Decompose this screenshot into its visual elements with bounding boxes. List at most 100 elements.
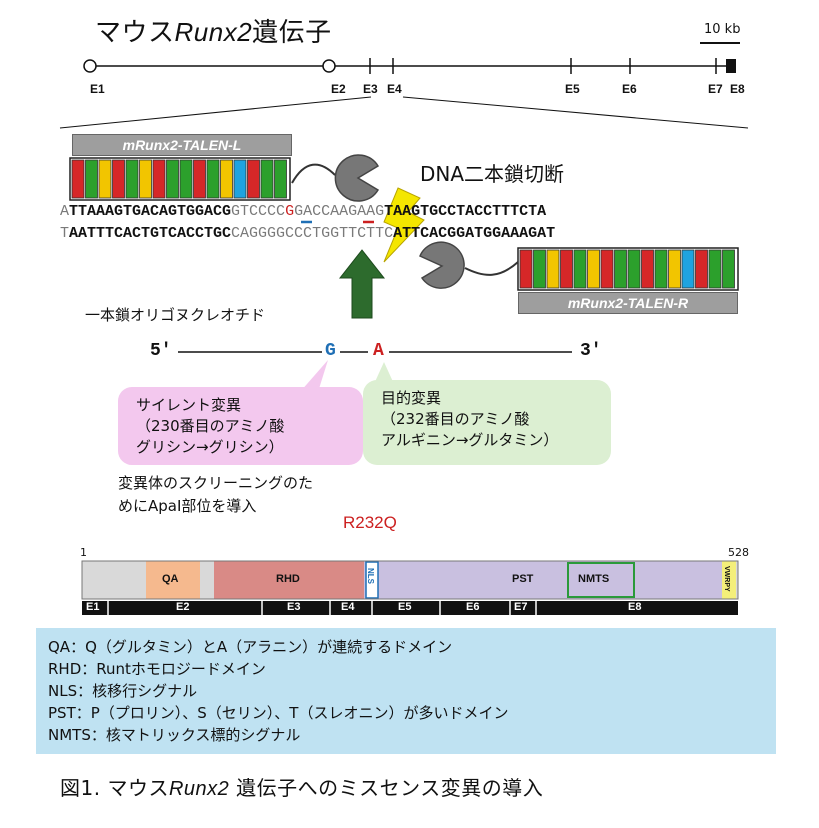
domain-nmts-label: NMTS: [578, 573, 610, 585]
screening-note-line-1: 変異体のスクリーニングのた: [118, 474, 314, 492]
gene-exon-label-7: E7: [708, 82, 723, 96]
talen-right-repeat-block: [614, 249, 627, 289]
talen-left-repeat-block: [71, 159, 85, 199]
talen-left-repeat-block: [220, 159, 233, 199]
talen-right-repeat-block: [519, 249, 533, 289]
oligo-base-a: A: [373, 341, 384, 361]
talen-left-repeats: [69, 157, 291, 201]
mutation-label: R232Q: [343, 513, 397, 532]
screening-note: 変異体のスクリーニングのた めにApaI部位を導入: [118, 472, 388, 518]
legend-rhd: RHD：Runtホモロジードメイン: [48, 660, 266, 678]
legend-nmts: NMTS：核マトリックス標的シグナル: [48, 726, 301, 744]
talen-right-repeat-block: [546, 249, 560, 289]
protein-exon-label-3: E3: [287, 601, 301, 613]
seq-bottom-part-3: CAGGGGCCC: [231, 225, 313, 242]
talen-right-repeat-block: [654, 249, 668, 289]
insertion-arrow: [338, 249, 386, 319]
target-mutation-bubble: 目的変異 （232番目のアミノ酸 アルギニン→グルタミン）: [363, 380, 611, 465]
seq-bottom-part-5: ATTCACGGATGGAAAGAT: [393, 225, 556, 242]
gene-exon-label-1: E1: [90, 82, 105, 96]
exon-8-marker: [726, 59, 736, 73]
talen-right-repeat-block: [641, 249, 654, 289]
seq-top-part-4: G: [285, 203, 295, 220]
talen-right-label: mRunx2-TALEN-R: [518, 292, 738, 314]
exon-bar: [82, 601, 738, 615]
talen-left-repeat-block: [274, 159, 287, 199]
talen-left-repeat-block: [247, 159, 260, 199]
talen-right-repeat-block: [560, 249, 573, 289]
sequence-bottom-strand: TAATTTCACTGTCACCTGCCAGGGGCCCTGGTTCTTCATT…: [60, 225, 555, 242]
protein-exon-label-8: E8: [628, 601, 642, 613]
talen-left-repeat-block: [166, 159, 179, 199]
domain-qa-box: [146, 561, 200, 599]
talen-left-repeat-block: [179, 159, 193, 199]
abbreviation-legend: QA：Q（グルタミン）とA（アラニン）が連続するドメイン RHD：Runtホモロ…: [36, 628, 776, 754]
legend-nls: NLS：核移行シグナル: [48, 682, 198, 700]
domain-nls-label: NLS: [366, 568, 375, 584]
title-gene: Runx2: [174, 17, 253, 47]
silent-bubble-pointer: [300, 360, 328, 392]
talen-left-repeat-block: [112, 159, 125, 199]
foki-nuclease-right: [419, 241, 465, 289]
exon-1-marker: [83, 59, 97, 73]
target-line-3: アルギニン→グルタミン）: [381, 431, 559, 449]
gene-exon-label-6: E6: [622, 82, 637, 96]
caption-gene: Runx2: [168, 778, 230, 800]
seq-top-part-6: TAAGTGCCTACCTTTCTA: [384, 203, 547, 220]
target-line-2: （232番目のアミノ酸: [381, 410, 530, 428]
protein-exon-label-2: E2: [176, 601, 190, 613]
protein-exon-label-4: E4: [341, 601, 355, 613]
talen-left-repeat-block: [260, 159, 274, 199]
talen-right-repeat-block: [722, 249, 735, 289]
seq-bottom-part-1: T: [60, 225, 70, 242]
gene-exon-label-2: E2: [331, 82, 346, 96]
oligo-five-prime: 5': [150, 341, 172, 361]
talen-right-repeat-block: [695, 249, 708, 289]
talen-left-repeat-block: [98, 159, 112, 199]
protein-exon-label-5: E5: [398, 601, 412, 613]
target-bubble-pointer: [374, 362, 394, 384]
title-suffix: 遺伝子: [252, 18, 332, 48]
oligo-three-prime: 3': [580, 341, 602, 361]
exon-2-marker: [322, 59, 336, 73]
legend-pst: PST：P（プロリン）、S（セリン）、T（スレオニン）が多いドメイン: [48, 704, 509, 722]
talen-right-repeats: [517, 247, 739, 291]
talen-right-repeat-block: [587, 249, 600, 289]
silent-mutation-bubble: サイレント変異 （230番目のアミノ酸 グリシン→グリシン）: [118, 387, 363, 465]
protein-domain-map: [81, 560, 739, 615]
talen-left-repeat-block: [125, 159, 139, 199]
gene-exon-label-4: E4: [387, 82, 402, 96]
figure-caption: 図1. マウスRunx2 遺伝子へのミスセンス変異の導入: [60, 772, 543, 801]
talen-right-repeat-block: [600, 249, 614, 289]
gene-exon-label-5: E5: [565, 82, 580, 96]
talen-left-repeat-block: [233, 159, 247, 199]
seq-top-part-3: GTCCCC: [231, 203, 286, 220]
screening-note-line-2: めにApaI部位を導入: [118, 497, 257, 515]
seq-top-part-5: GACCAAGAAG: [294, 203, 385, 220]
talen-right-repeat-block: [668, 249, 681, 289]
talen-left-repeat-block: [139, 159, 152, 199]
seq-bottom-part-4: TGGTTCTTC: [312, 225, 394, 242]
figure-title: マウスRunx2遺伝子: [95, 12, 332, 49]
talen-left-label: mRunx2-TALEN-L: [72, 134, 292, 156]
domain-rhd-box: [214, 561, 364, 599]
domain-pst-label: PST: [512, 573, 534, 585]
zoom-line-left: [59, 96, 372, 129]
caption-suffix: 遺伝子へのミスセンス変異の導入: [229, 776, 544, 800]
talen-right-repeat-block: [573, 249, 587, 289]
dsb-label: DNA二本鎖切断: [420, 162, 565, 186]
title-prefix: マウス: [95, 18, 175, 48]
caption-prefix: 図1. マウス: [60, 776, 169, 800]
domain-nmts-box: [567, 562, 635, 598]
scale-bar: [700, 42, 740, 44]
domain-rhd-label: RHD: [276, 573, 300, 585]
talen-left-repeat-block: [193, 159, 206, 199]
domain-nls-box: [365, 561, 379, 599]
talen-right-linker: [464, 261, 519, 276]
silent-line-1: サイレント変異: [136, 396, 242, 414]
sequence-top-strand: ATTAAAGTGACAGTGGACGGTCCCCGGACCAAGAAGTAAG…: [60, 203, 546, 220]
gene-exon-label-8: E8: [730, 82, 745, 96]
protein-start: 1: [80, 546, 87, 559]
talen-left-linker: [291, 163, 336, 184]
cleavage-lightning-icon: [383, 187, 425, 263]
